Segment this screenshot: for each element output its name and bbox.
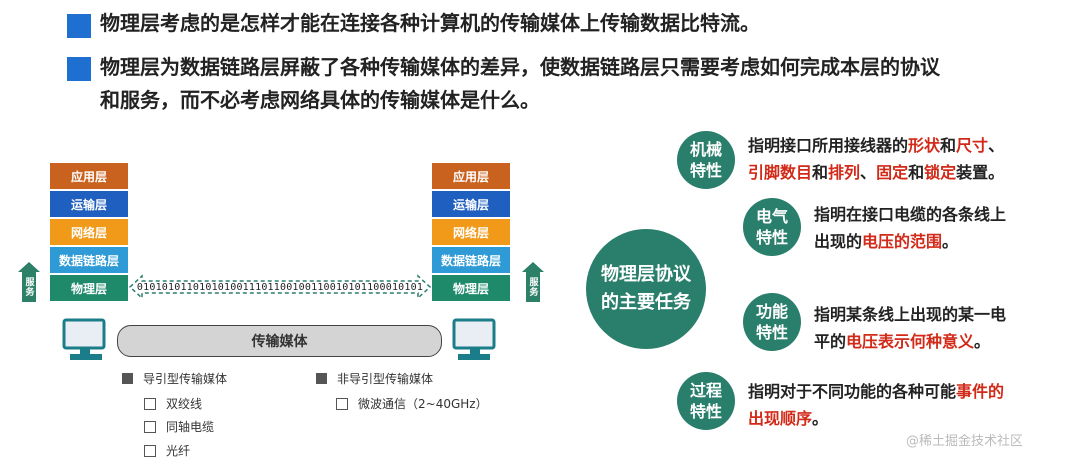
- transmission-medium-bar: 传输媒体: [117, 325, 442, 357]
- description-text: 指明在接口电缆的各条线上: [814, 205, 1007, 224]
- legend-guided-item-1: 双绞线: [144, 395, 202, 412]
- description-text: 指明对于不同功能的各种可能: [748, 382, 957, 401]
- highlighted-term: 尺寸: [956, 136, 989, 155]
- watermark: @稀土掘金技术社区: [906, 434, 1024, 449]
- bullet-text-2b: 和服务，而不必考虑网络具体的传输媒体是什么。: [100, 88, 540, 112]
- electrical-circle: 电气 特性: [743, 198, 801, 256]
- center-circle-line2: 的主要任务: [601, 292, 691, 313]
- center-circle-line1: 物理层协议: [601, 264, 691, 285]
- left-layer-datalink: 数据链路层: [50, 247, 128, 273]
- legend-unguided-label: 非导引型传输媒体: [337, 372, 434, 386]
- highlighted-term: 固定: [876, 163, 909, 182]
- left-computer-icon: [62, 318, 106, 360]
- left-service-label: 服务: [22, 272, 36, 302]
- circle-line2: 特性: [689, 402, 722, 421]
- highlighted-term: 引脚数目: [748, 163, 813, 182]
- left-layer-network: 网络层: [50, 219, 128, 245]
- bullet-text-2a: 物理层为数据链路层屏蔽了各种传输媒体的差异，使数据链路层只需要考虑如何完成本层的…: [100, 55, 940, 79]
- right-service-label: 服务: [526, 272, 540, 302]
- description-line: 引脚数目和排列、固定和锁定装置。: [748, 159, 1004, 186]
- legend-guided-label: 导引型传输媒体: [143, 372, 228, 386]
- highlighted-term: 电压的范围: [862, 232, 943, 251]
- circle-line2: 特性: [689, 161, 722, 180]
- right-service-arrow-icon: 服务: [522, 262, 544, 302]
- description-text: 、: [988, 136, 1005, 155]
- right-layer-datalink: 数据链路层: [432, 247, 510, 273]
- circle-line1: 电气: [755, 207, 788, 226]
- legend-unguided-item-label: 微波通信（2~40GHz）: [358, 397, 488, 411]
- description-text: 和: [908, 163, 925, 182]
- description-text: 指明接口所用接线器的: [748, 136, 909, 155]
- description-line: 指明接口所用接线器的形状和尺寸、: [748, 132, 1004, 159]
- highlighted-term: 锁定: [924, 163, 957, 182]
- legend-guided-item-label: 同轴电缆: [166, 420, 215, 434]
- bullet-square-1: [67, 14, 91, 38]
- legend-guided-item-3: 光纤: [144, 442, 190, 459]
- legend-unguided-item-1: 微波通信（2~40GHz）: [336, 395, 488, 412]
- description-text: 装置。: [956, 163, 1005, 182]
- legend-unguided: 非导引型传输媒体: [316, 370, 433, 387]
- highlighted-term: 电压表示何种意义: [846, 332, 975, 351]
- circle-line1: 功能: [755, 302, 788, 321]
- right-layer-application: 应用层: [432, 163, 510, 189]
- legend-empty-box: [144, 444, 156, 457]
- legend-empty-box: [144, 397, 156, 410]
- legend-guided-item-2: 同轴电缆: [144, 418, 214, 435]
- center-circle: 物理层协议 的主要任务: [586, 229, 706, 349]
- description-text: 和: [940, 136, 957, 155]
- circle-line1: 过程: [689, 381, 722, 400]
- left-service-arrow-icon: 服务: [18, 262, 40, 302]
- right-layer-network: 网络层: [432, 219, 510, 245]
- procedural-description: 指明对于不同功能的各种可能事件的出现顺序。: [748, 378, 1004, 432]
- right-computer-icon: [452, 318, 496, 360]
- circle-line2: 特性: [755, 228, 788, 247]
- mechanical-description: 指明接口所用接线器的形状和尺寸、引脚数目和排列、固定和锁定装置。: [748, 132, 1004, 186]
- legend-filled-box: [122, 373, 133, 384]
- highlighted-term: 出现顺序: [748, 409, 813, 428]
- legend-empty-box: [144, 420, 156, 433]
- left-layer-application: 应用层: [50, 163, 128, 189]
- bitstream-arrow-icon: [128, 274, 432, 300]
- functional-description: 指明某条线上出现的某一电平的电压表示何种意义。: [814, 301, 1006, 355]
- description-line: 指明某条线上出现的某一电: [814, 301, 1006, 328]
- left-layer-physical: 物理层: [50, 275, 128, 301]
- legend-guided-item-label: 双绞线: [166, 397, 203, 411]
- description-text: 指明某条线上出现的某一电: [814, 305, 1007, 324]
- functional-circle: 功能 特性: [743, 293, 801, 351]
- right-layer-physical: 物理层: [432, 275, 510, 301]
- mechanical-circle: 机械 特性: [677, 131, 735, 189]
- electrical-description: 指明在接口电缆的各条线上出现的电压的范围。: [814, 201, 1006, 255]
- legend-filled-box: [316, 373, 327, 384]
- circle-line1: 机械: [689, 140, 722, 159]
- description-line: 出现的电压的范围。: [814, 228, 1006, 255]
- description-line: 出现顺序。: [748, 405, 1004, 432]
- left-layer-transport: 运输层: [50, 191, 128, 217]
- circle-line2: 特性: [755, 323, 788, 342]
- description-line: 平的电压表示何种意义。: [814, 328, 1006, 355]
- legend-guided-item-label: 光纤: [166, 444, 191, 458]
- legend-guided: 导引型传输媒体: [122, 370, 227, 387]
- description-line: 指明对于不同功能的各种可能事件的: [748, 378, 1004, 405]
- bullet-text-1: 物理层考虑的是怎样才能在连接各种计算机的传输媒体上传输数据比特流。: [100, 11, 760, 35]
- highlighted-term: 事件的: [956, 382, 1005, 401]
- description-text: 和: [812, 163, 829, 182]
- description-text: 。: [942, 232, 959, 251]
- description-line: 指明在接口电缆的各条线上: [814, 201, 1006, 228]
- right-layer-transport: 运输层: [432, 191, 510, 217]
- bitstream-text: 0101010110101010011101100100110010101100…: [136, 281, 424, 293]
- bullet-square-2: [67, 57, 91, 81]
- legend-empty-box: [336, 397, 348, 410]
- description-text: 、: [860, 163, 877, 182]
- description-text: 。: [812, 409, 829, 428]
- highlighted-term: 形状: [908, 136, 941, 155]
- description-text: 平的: [814, 332, 847, 351]
- description-text: 出现的: [814, 232, 863, 251]
- highlighted-term: 排列: [828, 163, 861, 182]
- procedural-circle: 过程 特性: [677, 372, 735, 430]
- description-text: 。: [974, 332, 991, 351]
